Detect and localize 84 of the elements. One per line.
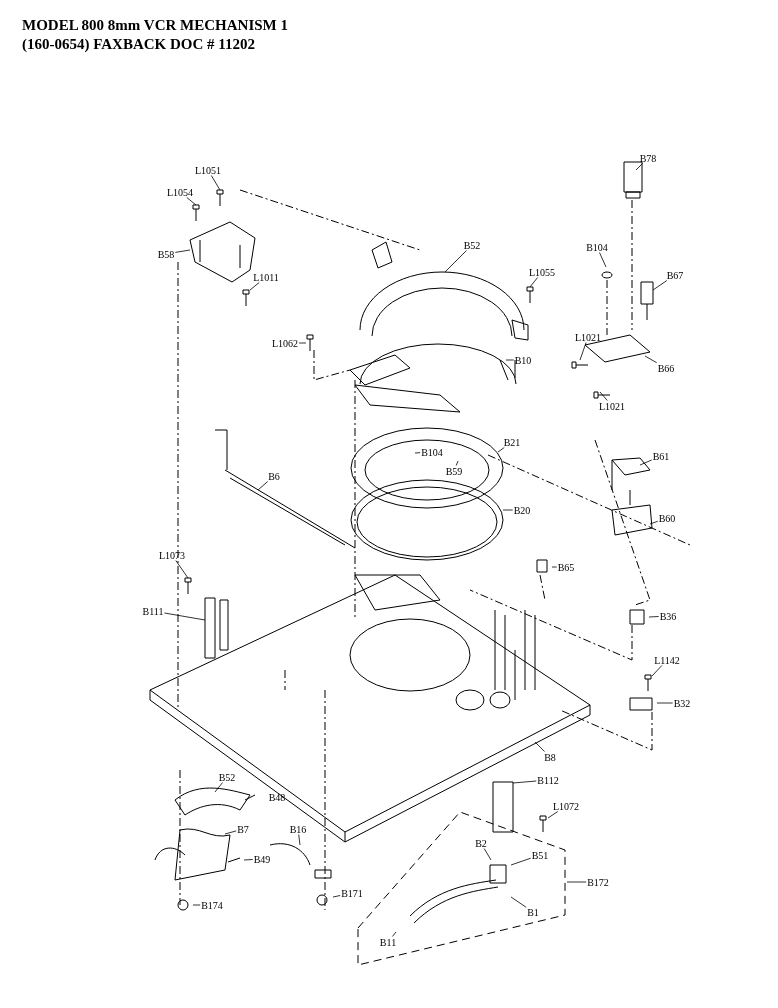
leader-line [510,896,527,908]
callout-label: L1011 [252,271,280,283]
leader-line [635,163,643,171]
leader-line [502,509,514,511]
leader-line [249,282,260,291]
leader-line [649,520,659,525]
callout-label: B32 [672,697,692,709]
callout-label: B59 [444,465,464,477]
leader-line [529,277,538,288]
leader-line [444,250,467,273]
callout-label: B48 [267,791,287,803]
callout-label: B51 [530,849,550,861]
leader-line [497,447,505,453]
callout-label: B111 [141,605,165,617]
callout-label: B104 [420,446,444,458]
callout-label: L1051 [193,164,223,176]
leader-line [652,280,668,291]
callout-label: L1062 [270,337,300,349]
leader-line [332,895,341,898]
callout-label: B112 [536,774,560,786]
callout-label: B60 [657,512,677,524]
title: MODEL 800 8mm VCR MECHANISM 1 (160-0654) FAXBACK DOC # 11202 [22,16,289,54]
callout-label: L1054 [165,186,195,198]
callout-label: L1055 [527,266,557,278]
leader-line [243,859,254,861]
leader-line [644,355,658,364]
callout-label: B2 [474,837,488,849]
callout-label: B36 [658,610,678,622]
leader-line [257,481,269,491]
leader-line [414,452,421,454]
leader-line [192,904,201,906]
callout-label: B52 [217,771,237,783]
callout-label: L1142 [653,654,681,666]
callout-label: B11 [378,936,398,948]
leader-line [175,560,189,579]
leader-line [186,197,197,206]
leader-line [599,391,608,401]
callout-label: B10 [513,354,533,366]
leader-line [505,359,515,361]
callout-label: B1 [526,906,540,918]
leader-line [224,830,237,835]
callout-label: B16 [288,823,308,835]
callout-label: B66 [656,362,676,374]
callout-label: B171 [340,887,364,899]
callout-label: L1021 [597,400,627,412]
callout-label: L1072 [551,800,581,812]
callout-label: B65 [556,561,576,573]
callout-label: B61 [651,450,671,462]
leader-line [566,881,587,883]
callout-label: B78 [638,152,658,164]
callout-label: B7 [236,823,250,835]
leader-line [551,566,558,568]
leader-line [483,848,492,861]
leader-line [210,175,221,191]
callout-label: L1021 [573,331,603,343]
callout-label: B49 [252,853,272,865]
callout-label: B21 [502,436,522,448]
leader-line [392,931,397,937]
callout-label: B174 [200,899,224,911]
callout-label: L1073 [157,549,187,561]
leader-line [534,741,545,752]
leader-line [547,811,559,819]
leader-line [639,459,653,466]
leader-line [648,616,660,618]
callout-label: B104 [585,241,609,253]
leader-line [579,342,587,361]
callout-label: B172 [586,876,610,888]
leader-line [214,782,223,793]
leader-line [512,780,537,784]
leader-line [298,342,307,344]
leader-line [656,702,674,704]
leader-line [455,460,459,466]
leader-line [174,249,191,253]
callout-label: B58 [156,248,176,260]
leader-line [164,612,206,621]
callout-label: B8 [543,751,557,763]
leader-line [510,857,532,866]
leader-line [651,665,663,677]
callout-label: B52 [462,239,482,251]
callout-label: B6 [267,470,281,482]
callout-label: B67 [665,269,685,281]
leader-line [599,252,607,268]
callout-label: B20 [512,504,532,516]
leader-line [298,834,301,846]
